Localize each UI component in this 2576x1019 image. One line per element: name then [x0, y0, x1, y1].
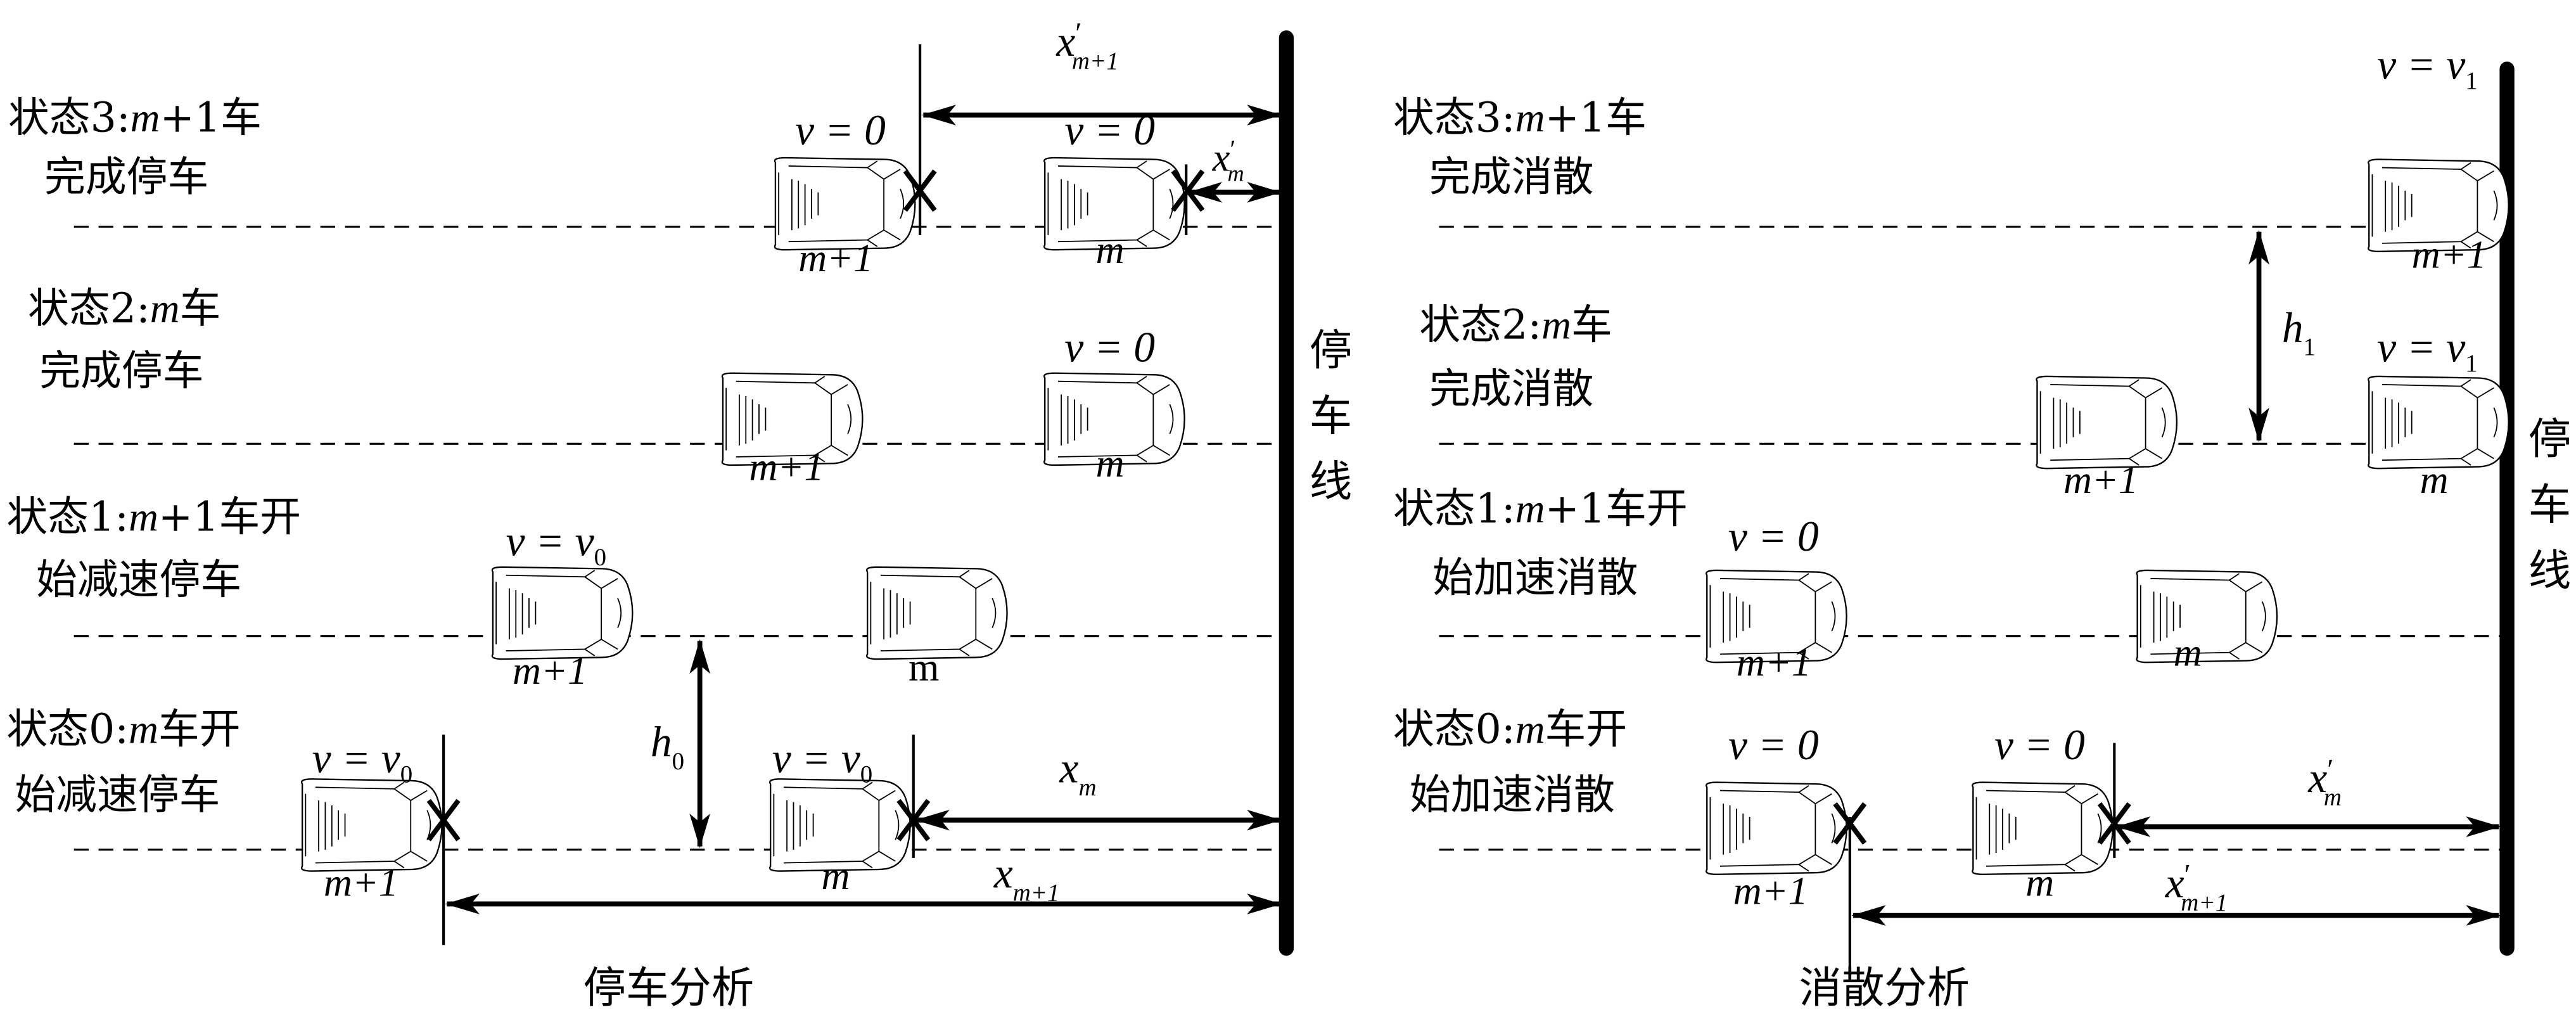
svg-text:状态1:m+1车开: 状态1:m+1车开 [6, 494, 301, 541]
car-m-plus-1-state0 [300, 778, 443, 872]
svg-text:状态2:m车: 状态2:m车 [28, 285, 220, 332]
car-m-state2 [2368, 375, 2509, 470]
distance-label-x-m: xm [1059, 745, 1097, 802]
svg-text:始减速停车: 始减速停车 [15, 771, 220, 819]
speed-label: v = v1 [2377, 324, 2477, 378]
svg-text:完成消散: 完成消散 [1429, 153, 1593, 201]
svg-text:状态0:m车开: 状态0:m车开 [6, 705, 240, 753]
vehicle-label: m+1 [513, 650, 587, 693]
speed-label: v = v0 [506, 518, 606, 572]
speed-label: v = v0 [772, 734, 872, 788]
vehicle-label: m+1 [2063, 459, 2138, 502]
svg-text:始加速消散: 始加速消散 [1410, 771, 1615, 819]
stop-line-label-char-2: 车 [2528, 480, 2571, 530]
vehicle-label: m+1 [1737, 641, 1811, 684]
svg-text:完成消散: 完成消散 [1429, 365, 1593, 413]
caption-dissipation-analysis: 消散分析 [1799, 963, 1970, 1013]
vehicle-label: m [2174, 631, 2202, 674]
speed-label: v = 0 [1728, 513, 1819, 560]
car-m-state1 [865, 566, 1008, 660]
svg-text:始减速停车: 始减速停车 [36, 556, 241, 603]
speed-label: v = v0 [312, 734, 412, 788]
speed-label: v = 0 [1064, 324, 1155, 371]
left-panel-stop-analysis: 停 车 线 状态3:m+1车 完成停车 状态2:m车 完成停车 状态1:m+1车… [6, 16, 1352, 1013]
stop-line-label-char-3: 线 [1310, 456, 1352, 506]
svg-text:完成停车: 完成停车 [39, 347, 203, 395]
car-m-plus-1-state1 [491, 566, 634, 660]
stop-line-label-char-1: 停 [1310, 325, 1352, 375]
state-1-label: 状态1:m+1车开 始加速消散 [1393, 485, 1688, 602]
distance-label-x-prime-m1: x′m+1 [1055, 16, 1118, 75]
state-2-label: 状态2:m车 完成消散 [1419, 301, 1612, 413]
distance-label-x-prime-m: x′m [2307, 753, 2342, 811]
headway-label-h1: h1 [2282, 304, 2316, 361]
right-panel-dissipation-analysis: 停 车 线 状态3:m+1车 完成消散 状态2:m车 完成消散 状态1:m+1车… [1393, 41, 2571, 1013]
state-0-label: 状态0:m车开 始减速停车 [6, 705, 240, 819]
svg-text:完成停车: 完成停车 [44, 153, 208, 201]
vehicle-label: m+1 [798, 237, 873, 280]
vehicle-label: m+1 [2412, 234, 2487, 277]
svg-text:状态0:m车开: 状态0:m车开 [1393, 705, 1627, 753]
car-m-plus-1-state3 [774, 157, 916, 251]
svg-text:状态2:m车: 状态2:m车 [1419, 301, 1612, 349]
vehicle-label: m [1096, 229, 1125, 272]
stop-line-label-char-2: 车 [1310, 391, 1352, 441]
vehicle-label: m [1096, 442, 1125, 485]
vehicle-label: m [909, 646, 939, 689]
svg-text:状态1:m+1车开: 状态1:m+1车开 [1393, 485, 1688, 533]
distance-label-x-prime-m1: x′m+1 [2165, 858, 2228, 916]
state-2-label: 状态2:m车 完成停车 [28, 285, 220, 395]
distance-label-x-m1: xm+1 [993, 850, 1060, 907]
car-m-plus-1-state0 [1706, 781, 1847, 875]
vehicle-label: m [2420, 459, 2449, 502]
speed-label: v = 0 [795, 106, 886, 154]
state-3-label: 状态3:m+1车 完成消散 [1393, 94, 1647, 200]
vehicle-label: m+1 [324, 861, 399, 904]
svg-text:状态3:m+1车: 状态3:m+1车 [8, 94, 262, 141]
vehicle-label: m [822, 855, 850, 898]
svg-text:始加速消散: 始加速消散 [1432, 554, 1638, 602]
car-m-state0 [1972, 781, 2114, 875]
caption-stop-analysis: 停车分析 [583, 963, 755, 1013]
state-0-label: 状态0:m车开 始加速消散 [1393, 705, 1627, 819]
distance-label-x-prime-m: x′m [1212, 134, 1244, 186]
state-3-label: 状态3:m+1车 完成停车 [8, 94, 262, 200]
car-m-state1 [2136, 569, 2278, 663]
speed-label: v = v1 [2377, 41, 2477, 94]
headway-label-h0: h0 [651, 718, 684, 775]
vehicle-label: m+1 [1733, 869, 1808, 913]
speed-label: v = 0 [1994, 721, 2085, 769]
stop-line-label-char-1: 停 [2528, 414, 2571, 464]
speed-label: v = 0 [1728, 721, 1819, 769]
stop-line-label-char-3: 线 [2528, 545, 2571, 595]
car-m-plus-1-state2 [2036, 375, 2178, 470]
state-1-label: 状态1:m+1车开 始减速停车 [6, 494, 301, 604]
svg-text:状态3:m+1车: 状态3:m+1车 [1393, 94, 1647, 141]
vehicle-label: m [2025, 861, 2054, 904]
vehicle-label: m+1 [749, 445, 824, 489]
